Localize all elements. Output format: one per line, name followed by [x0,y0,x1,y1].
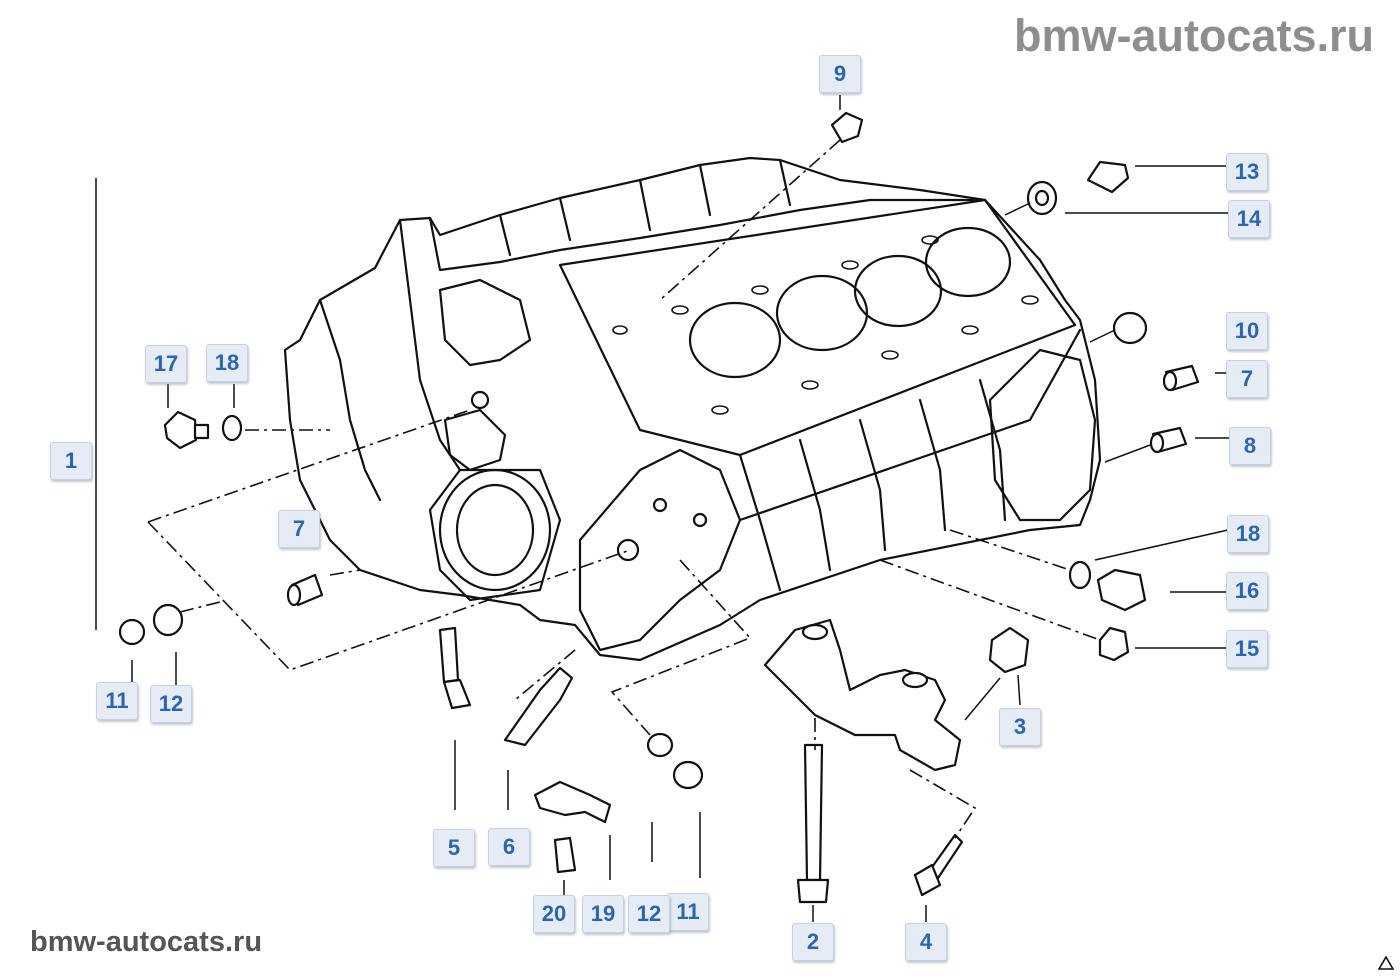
callout-8[interactable]: 8 [1229,427,1271,465]
callout-4[interactable]: 4 [905,923,947,961]
watermark-bottom: bmw-autocats.ru [30,926,263,958]
callout-15[interactable]: 15 [1226,630,1268,668]
callout-14[interactable]: 14 [1228,200,1270,238]
callout-18-left[interactable]: 18 [206,344,248,382]
callout-7-right[interactable]: 7 [1226,360,1268,398]
callout-19[interactable]: 19 [582,895,624,933]
callout-18-right[interactable]: 18 [1227,515,1269,553]
callout-1[interactable]: 1 [50,442,92,480]
callout-6[interactable]: 6 [488,828,530,866]
callout-5[interactable]: 5 [433,829,475,867]
callout-3[interactable]: 3 [999,708,1041,746]
callout-13[interactable]: 13 [1226,153,1268,191]
callout-12-left[interactable]: 12 [150,685,192,723]
callout-16[interactable]: 16 [1226,572,1268,610]
callout-7-left[interactable]: 7 [278,510,320,548]
callout-2[interactable]: 2 [792,923,834,961]
callout-20[interactable]: 20 [533,895,575,933]
watermark-top: bmw-autocats.ru [1013,10,1374,61]
callout-17[interactable]: 17 [145,345,187,383]
callout-10[interactable]: 10 [1226,312,1268,350]
callout-11-left[interactable]: 11 [96,682,138,720]
triangle-icon[interactable] [1378,956,1394,970]
callout-12-bottom[interactable]: 12 [628,895,670,933]
callout-9[interactable]: 9 [819,55,861,93]
callout-11-bottom[interactable]: 11 [667,893,709,931]
